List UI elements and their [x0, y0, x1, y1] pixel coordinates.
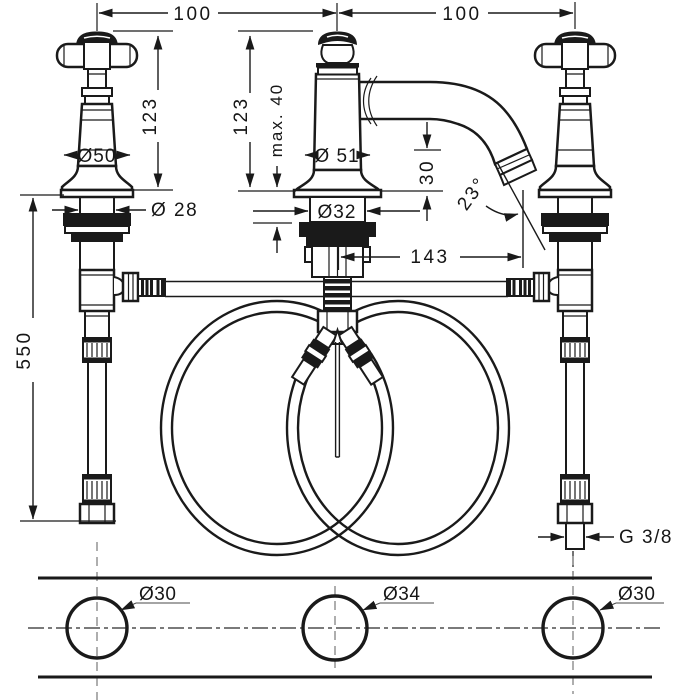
dim-handle-diameter: Ø50 [63, 146, 131, 167]
dim-spout-reach-label: 143 [410, 247, 449, 268]
hole-center-label: Ø34 [383, 584, 420, 605]
right-connection-stub [565, 522, 585, 550]
dimension-annotations: 100 100 123 123 max. 40 Ø50 [14, 2, 673, 575]
dim-spout-height-label: 123 [231, 96, 252, 135]
spout [357, 80, 529, 166]
hole-right [541, 596, 605, 660]
dim-outlet-height-label: 30 [417, 159, 438, 185]
hose-arm-right [335, 324, 387, 388]
dim-connection-thread: G 3/8 [538, 527, 673, 575]
hose-loop-left-outer [159, 299, 395, 557]
hose-arm-left [288, 324, 340, 388]
aerator [498, 158, 538, 187]
hose-loop-right-outer [285, 299, 511, 557]
dim-spacing: 100 100 [96, 2, 576, 31]
dim-spout-reach: 143 [337, 246, 522, 270]
dim-handle-diameter-label: Ø50 [78, 146, 117, 167]
popup-knob [318, 31, 357, 45]
hole-left-label: Ø30 [139, 584, 176, 605]
hole-center [301, 594, 369, 662]
hole-right-label: Ø30 [618, 584, 655, 605]
hole-left [65, 596, 129, 660]
dim-spacing-left: 100 [173, 4, 212, 25]
dim-connection-thread-label: G 3/8 [619, 527, 673, 548]
dim-base-diameter: Ø32 [253, 202, 420, 223]
hose-loop-left-inner [170, 310, 384, 546]
hole-center-callout: Ø34 [362, 584, 434, 611]
dim-outlet-angle: 23° [453, 161, 546, 268]
dim-handle-height-label: 123 [140, 96, 161, 135]
hose-loops [159, 299, 511, 557]
dim-shank-diameter: Ø 28 [52, 200, 198, 221]
dim-max-depth-label: max. 40 [267, 83, 286, 157]
dim-body-diameter-label: Ø 51 [314, 146, 359, 167]
supply-pipes [165, 280, 508, 298]
dim-outlet-height: 30 [414, 122, 441, 221]
center-spout-assembly [288, 31, 538, 458]
dim-outlet-angle-label: 23° [453, 173, 491, 215]
dim-hose-length-label: 550 [14, 330, 35, 369]
right-handle-assembly [505, 30, 617, 525]
dim-body-diameter: Ø 51 [304, 146, 371, 167]
dim-max-mounting-depth: max. 40 [253, 83, 292, 253]
hole-right-callout: Ø30 [599, 584, 664, 611]
dim-base-diameter-label: Ø32 [318, 202, 357, 223]
hole-left-callout: Ø30 [120, 584, 190, 611]
plan-view: Ø30 Ø34 Ø30 [28, 542, 664, 700]
dim-spacing-right: 100 [442, 4, 481, 25]
hose-loop-right-inner [296, 310, 500, 546]
dim-spout-height-total: 123 [231, 30, 443, 192]
dim-handle-height: 123 [113, 30, 173, 191]
popup-rod [331, 326, 344, 458]
dim-hose-length: 550 [14, 194, 116, 522]
dim-shank-diameter-label: Ø 28 [151, 200, 198, 221]
